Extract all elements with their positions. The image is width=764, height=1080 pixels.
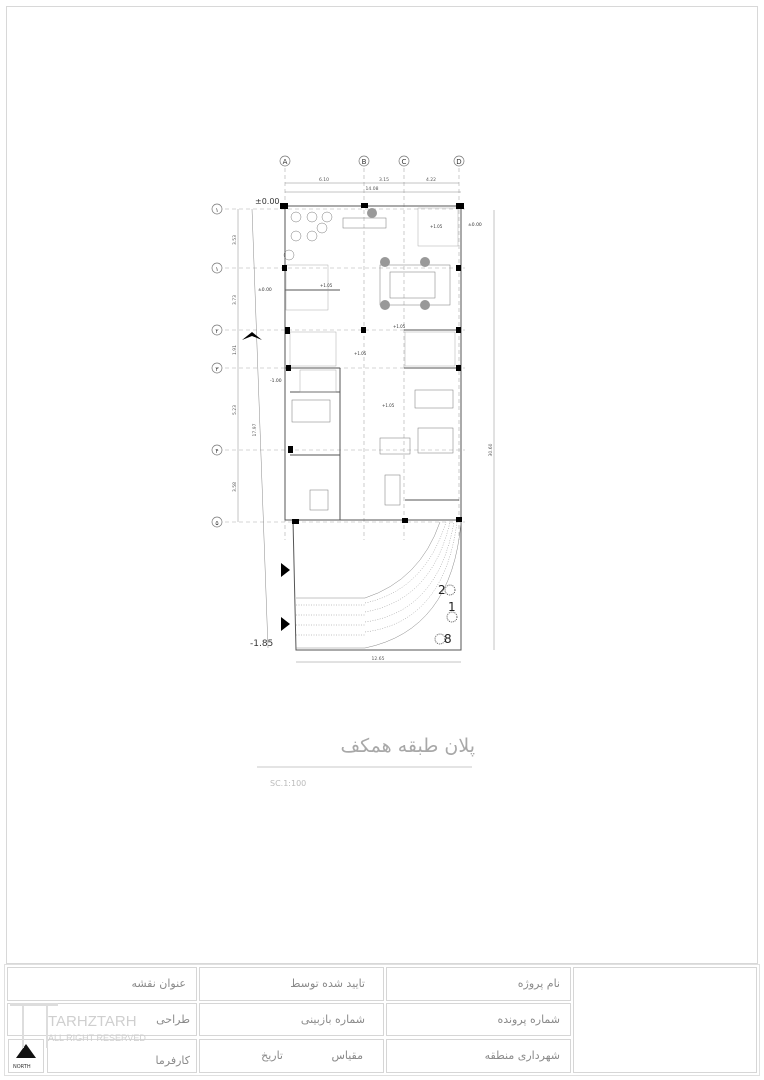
client-cell: کارفرما [47,1039,197,1073]
stairs [285,207,459,393]
axis-label-row: ۵ [215,520,218,527]
level-marker: +1.05 [354,351,367,356]
municipality-cell: شهرداری منطقه [386,1039,571,1073]
drawing-title-label: عنوان نقشه [131,977,186,990]
ramp-markers: 2 1 8 [434,583,458,646]
north-label: NORTH [13,1064,31,1070]
client-label: کارفرما [155,1054,190,1067]
level-marker: +1.05 [320,283,333,288]
dimension-text: 3.58 [232,482,238,492]
drawing-scale: SC.1:100 [270,779,307,788]
scale-label: مقیاس [331,1049,363,1062]
stamp-cell [573,967,757,1073]
file-number-label: شماره پرونده [497,1013,560,1026]
dimension-text: 6.10 [319,177,329,183]
level-marker: +1.05 [430,224,443,229]
drawing-title-cell: عنوان نقشه [7,967,197,1001]
title-block [4,964,760,1076]
file-number-cell: شماره پرونده [386,1003,571,1036]
axis-grid [225,168,465,540]
project-name-cell: نام پروژه [386,967,571,1001]
ramp [296,521,462,649]
dimension-text: 14.08 [366,186,379,192]
level-marker: -1.00 [270,378,282,384]
drawing-frame [6,6,758,964]
axis-bubbles [211,155,465,528]
level-marker: +1.05 [393,324,406,329]
north-indicator: NORTH [8,1039,44,1073]
dimension-text: 3.53 [232,235,238,245]
axis-label-a: A [283,158,288,166]
designer-cell: طراحی [7,1003,197,1036]
axis-label-d: D [456,158,461,166]
furniture [283,211,454,511]
dimension-text: 3.73 [232,295,238,305]
watermark-logo: TARHZTARH ALL RIGHT RESERVED [10,1003,150,1049]
level-marker: ±0.00 [255,197,280,206]
project-name-label: نام پروژه [517,977,560,990]
level-marker: ±0.00 [468,222,482,228]
structural-columns [280,203,464,524]
logo-brand: TARHZTARH [48,1013,137,1030]
revision-number-cell: شماره بازبینی [199,1003,384,1036]
dimension-lines [237,182,495,663]
axis-label-c: C [402,158,407,166]
logo-rights: ALL RIGHT RESERVED [48,1033,146,1043]
entrance-arrows [242,332,290,631]
axis-label-b: B [362,158,367,166]
ramp-label: 8 [444,632,452,646]
ramp-label: 2 [438,583,446,597]
axis-label-row: ۱ [215,266,218,273]
dimension-text: 30.60 [488,443,494,456]
dimension-text: 4.22 [426,177,436,183]
ramp-label: 1 [448,600,456,614]
axis-label-row: ۴ [215,448,218,455]
plants [367,208,430,310]
dimension-text: 17.97 [252,423,258,436]
approved-by-label: تایید شده توسط [290,977,365,990]
title-underline [257,766,472,768]
dimension-text: 3.15 [379,177,389,183]
north-arrow-icon [16,1044,36,1058]
level-marker: -1.85 [250,639,273,649]
level-marker: ±0.00 [258,287,272,293]
axis-label-row: ۳ [215,366,219,373]
scale-date-cell: مقیاس تاریخ [199,1039,384,1073]
axis-label-row: ۱ [215,207,218,214]
designer-label: طراحی [156,1013,190,1026]
date-label: تاریخ [261,1049,283,1062]
axis-label-row: ۲ [215,328,218,335]
drawing-title: پلان طبقه همکف [340,735,475,757]
level-marker: +1.05 [382,403,395,408]
dimension-text: 12.65 [372,656,385,662]
dimension-text: 1.91 [232,345,238,355]
revision-number-label: شماره بازبینی [300,1013,365,1026]
municipality-label: شهرداری منطقه [484,1049,560,1062]
approved-by-cell: تایید شده توسط [199,967,384,1001]
dimension-text: 5.23 [232,405,238,415]
